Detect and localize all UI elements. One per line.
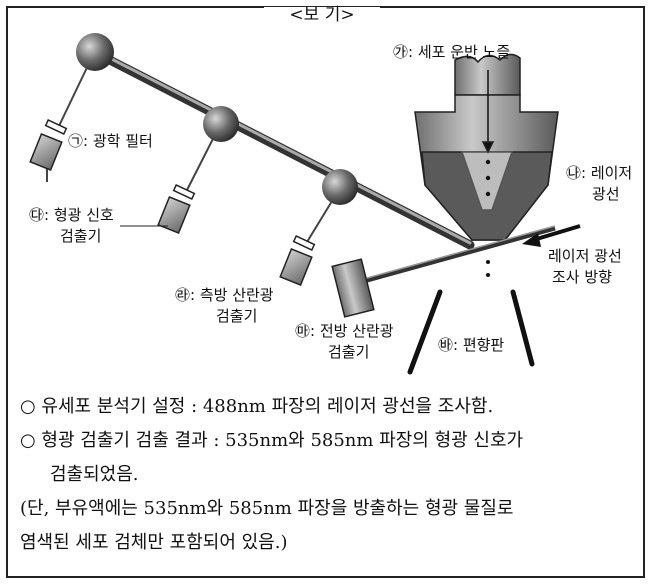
laser-beam-label-1: ㉯: 레이저 xyxy=(566,164,633,182)
fluorescence-detector-top xyxy=(29,132,63,172)
laser-direction-arrow xyxy=(522,224,581,247)
optical-filter-label: ㉠: 광학 필터 xyxy=(68,132,153,150)
optical-filters xyxy=(44,119,316,251)
nozzle-label: ㉮: 세포 운반 노즐 xyxy=(393,43,511,61)
laser-direction-label-1: 레이저 광선 xyxy=(548,247,622,265)
conditions-notes: ○ 유세포 분석기 설정 : 488nm 파장의 레이저 광선을 조사함. ○ … xyxy=(20,390,640,560)
mirror-sphere-2 xyxy=(203,106,239,142)
deflection-plate-label: ㉳: 편향판 xyxy=(438,336,505,354)
mirror-spheres xyxy=(76,33,358,205)
deflection-plates xyxy=(407,289,535,375)
fluorescence-detector-label-1: ㉰: 형광 신호 xyxy=(29,206,114,224)
note-setting: ○ 유세포 분석기 설정 : 488nm 파장의 레이저 광선을 조사함. xyxy=(20,396,494,417)
fluorescence-detector xyxy=(157,195,191,235)
box-title: <보 기> xyxy=(264,7,380,25)
forward-scatter-label-2: 검출기 xyxy=(328,343,370,361)
laser-beam-label-2: 광선 xyxy=(592,185,620,203)
side-scatter-detector xyxy=(279,247,313,287)
mirror-sphere-3 xyxy=(322,169,358,205)
note-result-cont: 검출되었음. xyxy=(50,464,139,485)
note-condition-cont: 염색된 세포 검체만 포함되어 있음.) xyxy=(20,532,288,553)
detectors xyxy=(29,132,313,287)
forward-scatter-label-1: ㉲: 전방 산란광 xyxy=(295,322,394,340)
mirror-sphere-1 xyxy=(76,33,114,71)
cell-transport-nozzle xyxy=(414,53,559,241)
forward-scatter-detector xyxy=(331,258,375,318)
fluorescence-detector-label-2: 검출기 xyxy=(60,227,102,245)
note-condition: (단, 부유액에는 535nm와 585nm 파장을 방출하는 형광 물질로 xyxy=(20,498,514,519)
laser-direction-label-2: 조사 방향 xyxy=(552,268,612,286)
note-result: ○ 형광 검출기 검출 결과 : 535nm와 585nm 파장의 형광 신호가 xyxy=(20,430,524,451)
laser-beam xyxy=(359,225,556,285)
scatter-light-path xyxy=(95,50,475,250)
example-box: <보 기> xyxy=(6,6,645,578)
side-scatter-label-1: ㉱: 측방 산란광 xyxy=(175,286,274,304)
side-scatter-label-2: 검출기 xyxy=(216,307,258,325)
cell-stream xyxy=(485,159,491,277)
